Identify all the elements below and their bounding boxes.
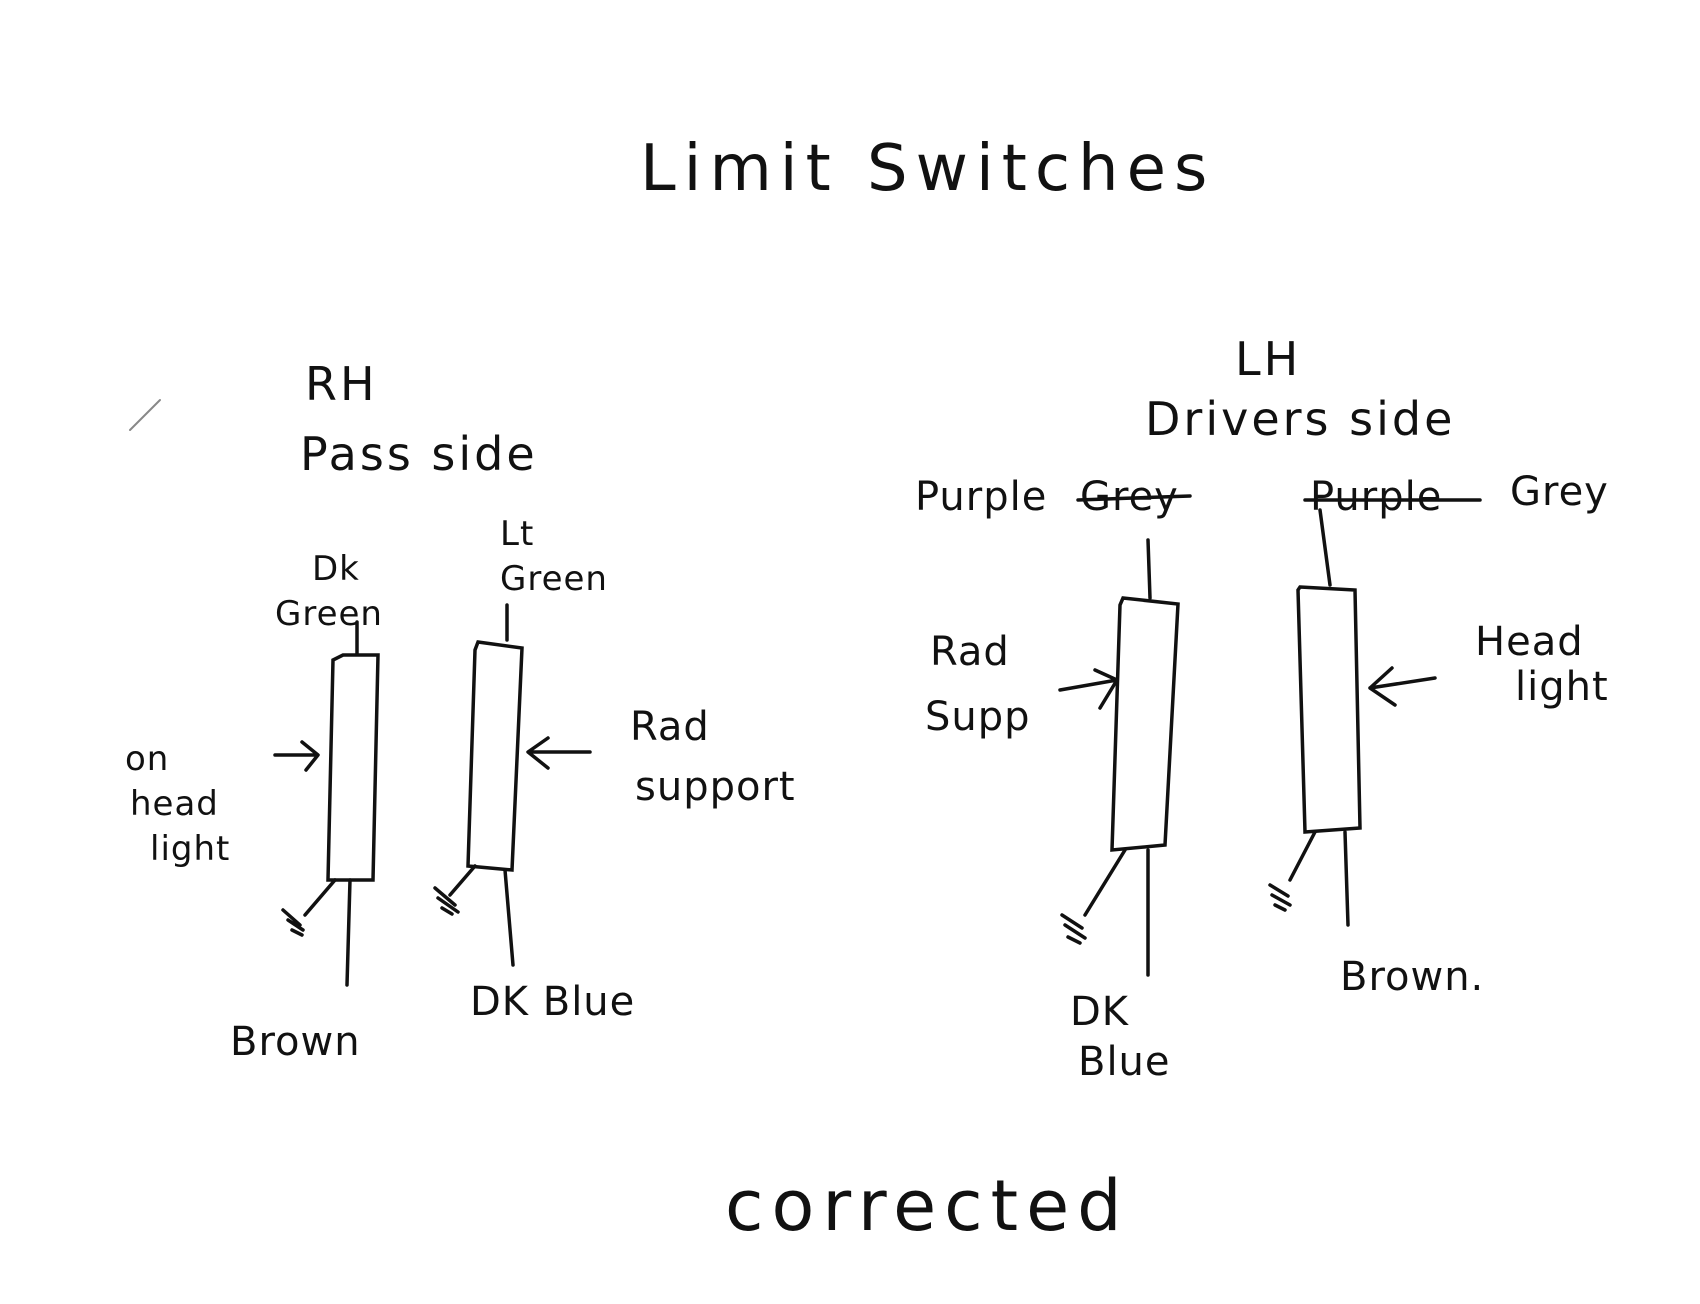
lh-switch-1-bottom-wire-label-1: DK: [1070, 989, 1130, 1035]
lh-switch-1-bottom-wire-label-2: Blue: [1078, 1039, 1171, 1085]
rh-switch-2-top-wire-label-2: Green: [500, 559, 608, 599]
rh-switch-2-ground-wire: [448, 864, 477, 897]
lh-switch-2-top-wire: [1318, 508, 1332, 587]
lh-switch-2-top-wire-struck-label: Purple: [1310, 474, 1442, 520]
rh-switch-2-bottom-wire: [503, 868, 515, 967]
rh-subheading: Pass side: [300, 427, 538, 481]
diagram-title: Limit Switches: [640, 132, 1215, 206]
lh-switch-1-strikethrough: [1076, 494, 1192, 502]
lh-heading: LH: [1235, 332, 1301, 386]
lh-switch-2-ground-wire: [1288, 830, 1317, 882]
lh-switch-1-body: [1110, 596, 1180, 852]
rh-switch-2-location-1: Rad: [630, 704, 710, 750]
lh-switch-2-top-wire-label: Grey: [1510, 469, 1609, 515]
rh-switch-2-arrow: [526, 736, 592, 770]
lh-switch-2-location-1: Head: [1475, 619, 1584, 665]
rh-switch-2-bottom-wire-label: DK Blue: [470, 979, 635, 1025]
lh-switch-2-location-2: light: [1515, 664, 1609, 710]
rh-switch-2-location-2: support: [635, 764, 796, 810]
lh-switch-1-top-wire: [1146, 538, 1152, 600]
rh-switch-1-bottom-wire: [345, 878, 352, 987]
lh-switch-1-ground-wire: [1083, 848, 1127, 917]
lh-switch-1-top-wire-label: Purple: [915, 474, 1047, 520]
ground-icon: [433, 886, 460, 916]
rh-switch-1-top-wire-label: Dk: [312, 549, 360, 589]
pencil-mark: [129, 399, 161, 431]
lh-switch-2: Purple Grey Head light Brown.: [1268, 469, 1609, 1000]
rh-switch-1-location-3: light: [150, 829, 230, 869]
rh-switch-2-top-wire-label: Lt: [500, 514, 534, 554]
rh-switch-1-body: [326, 653, 380, 882]
ground-icon: [1060, 913, 1087, 945]
lh-switch-2-body: [1296, 585, 1362, 834]
rh-switch-1-top-wire-label-2: Green: [275, 594, 383, 634]
rh-switch-1-location-2: head: [130, 784, 219, 824]
rh-switch-1-bottom-wire-label: Brown: [230, 1019, 361, 1065]
lh-switch-2-bottom-wire-label: Brown.: [1340, 954, 1484, 1000]
lh-switch-1-location-1: Rad: [930, 629, 1010, 675]
lh-subheading: Drivers side: [1145, 392, 1455, 446]
rh-switch-1-arrow: [273, 740, 320, 772]
rh-switch-1-location-1: on: [125, 739, 169, 779]
corrected-note: corrected: [725, 1165, 1130, 1247]
ground-icon: [281, 908, 305, 937]
lh-switch-1-location-2: Supp: [925, 694, 1031, 740]
lh-switch-1-arrow: [1058, 668, 1119, 710]
ground-icon: [1268, 883, 1292, 912]
rh-switch-2-body: [466, 640, 524, 872]
rh-heading: RH: [305, 357, 378, 411]
rh-switch-1: Dk Green on head light Brown: [125, 549, 383, 1065]
rh-switch-1-ground-wire: [303, 878, 337, 917]
rh-switch-2: Lt Green Rad support DK Blue: [433, 514, 796, 1025]
lh-switch-2-bottom-wire: [1343, 830, 1350, 927]
lh-switch-1: Purple Grey Rad Supp DK Blue: [915, 474, 1192, 1085]
lh-switch-2-arrow: [1368, 666, 1437, 707]
